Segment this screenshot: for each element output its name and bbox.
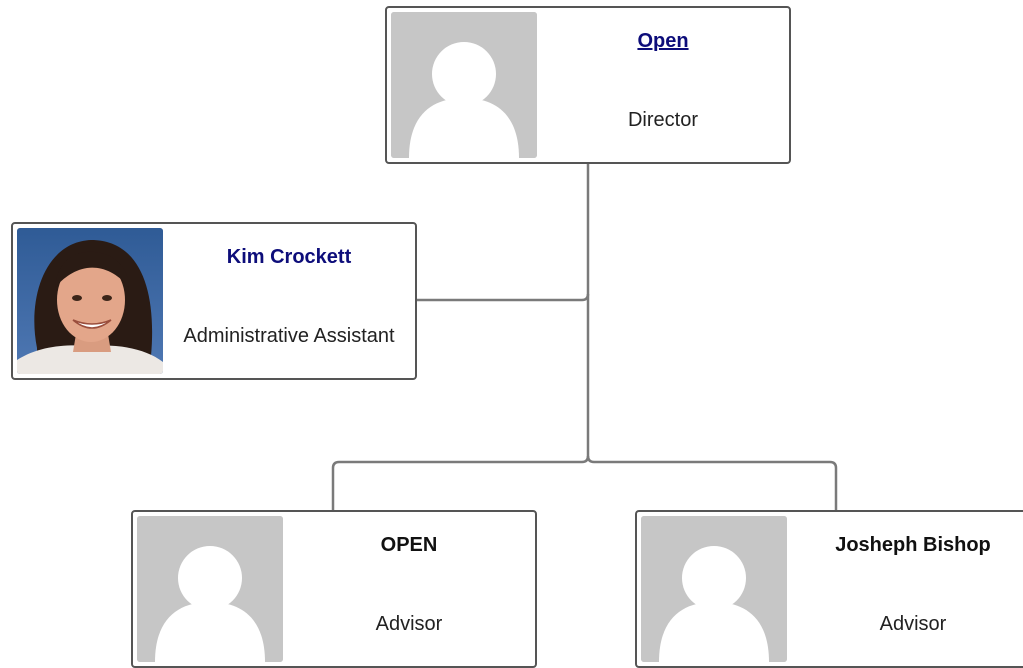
org-card-assistant[interactable]: Kim Crockett Administrative Assistant: [11, 222, 417, 380]
connector-assistant: [416, 293, 590, 302]
assistant-name: Kim Crockett: [226, 246, 352, 268]
director-name-link[interactable]: Open: [637, 30, 689, 52]
placeholder-avatar-icon: [391, 12, 537, 158]
advisor-bishop-title: Advisor: [879, 613, 947, 635]
advisor-open-name: OPEN: [380, 534, 438, 556]
connector-left-branch: [331, 455, 590, 512]
assistant-title: Administrative Assistant: [183, 325, 395, 347]
director-title: Director: [627, 109, 698, 131]
placeholder-avatar-icon: [137, 516, 283, 662]
placeholder-avatar-icon: [641, 516, 787, 662]
connector-director-trunk: [586, 164, 838, 512]
org-card-director[interactable]: Open Director: [385, 6, 791, 164]
portrait-photo: [17, 228, 163, 374]
advisor-open-title: Advisor: [375, 613, 443, 635]
org-card-advisor-bishop[interactable]: Josheph Bishop Advisor: [635, 510, 1023, 668]
org-card-advisor-open[interactable]: OPEN Advisor: [131, 510, 537, 668]
advisor-bishop-name: Josheph Bishop: [835, 534, 991, 556]
